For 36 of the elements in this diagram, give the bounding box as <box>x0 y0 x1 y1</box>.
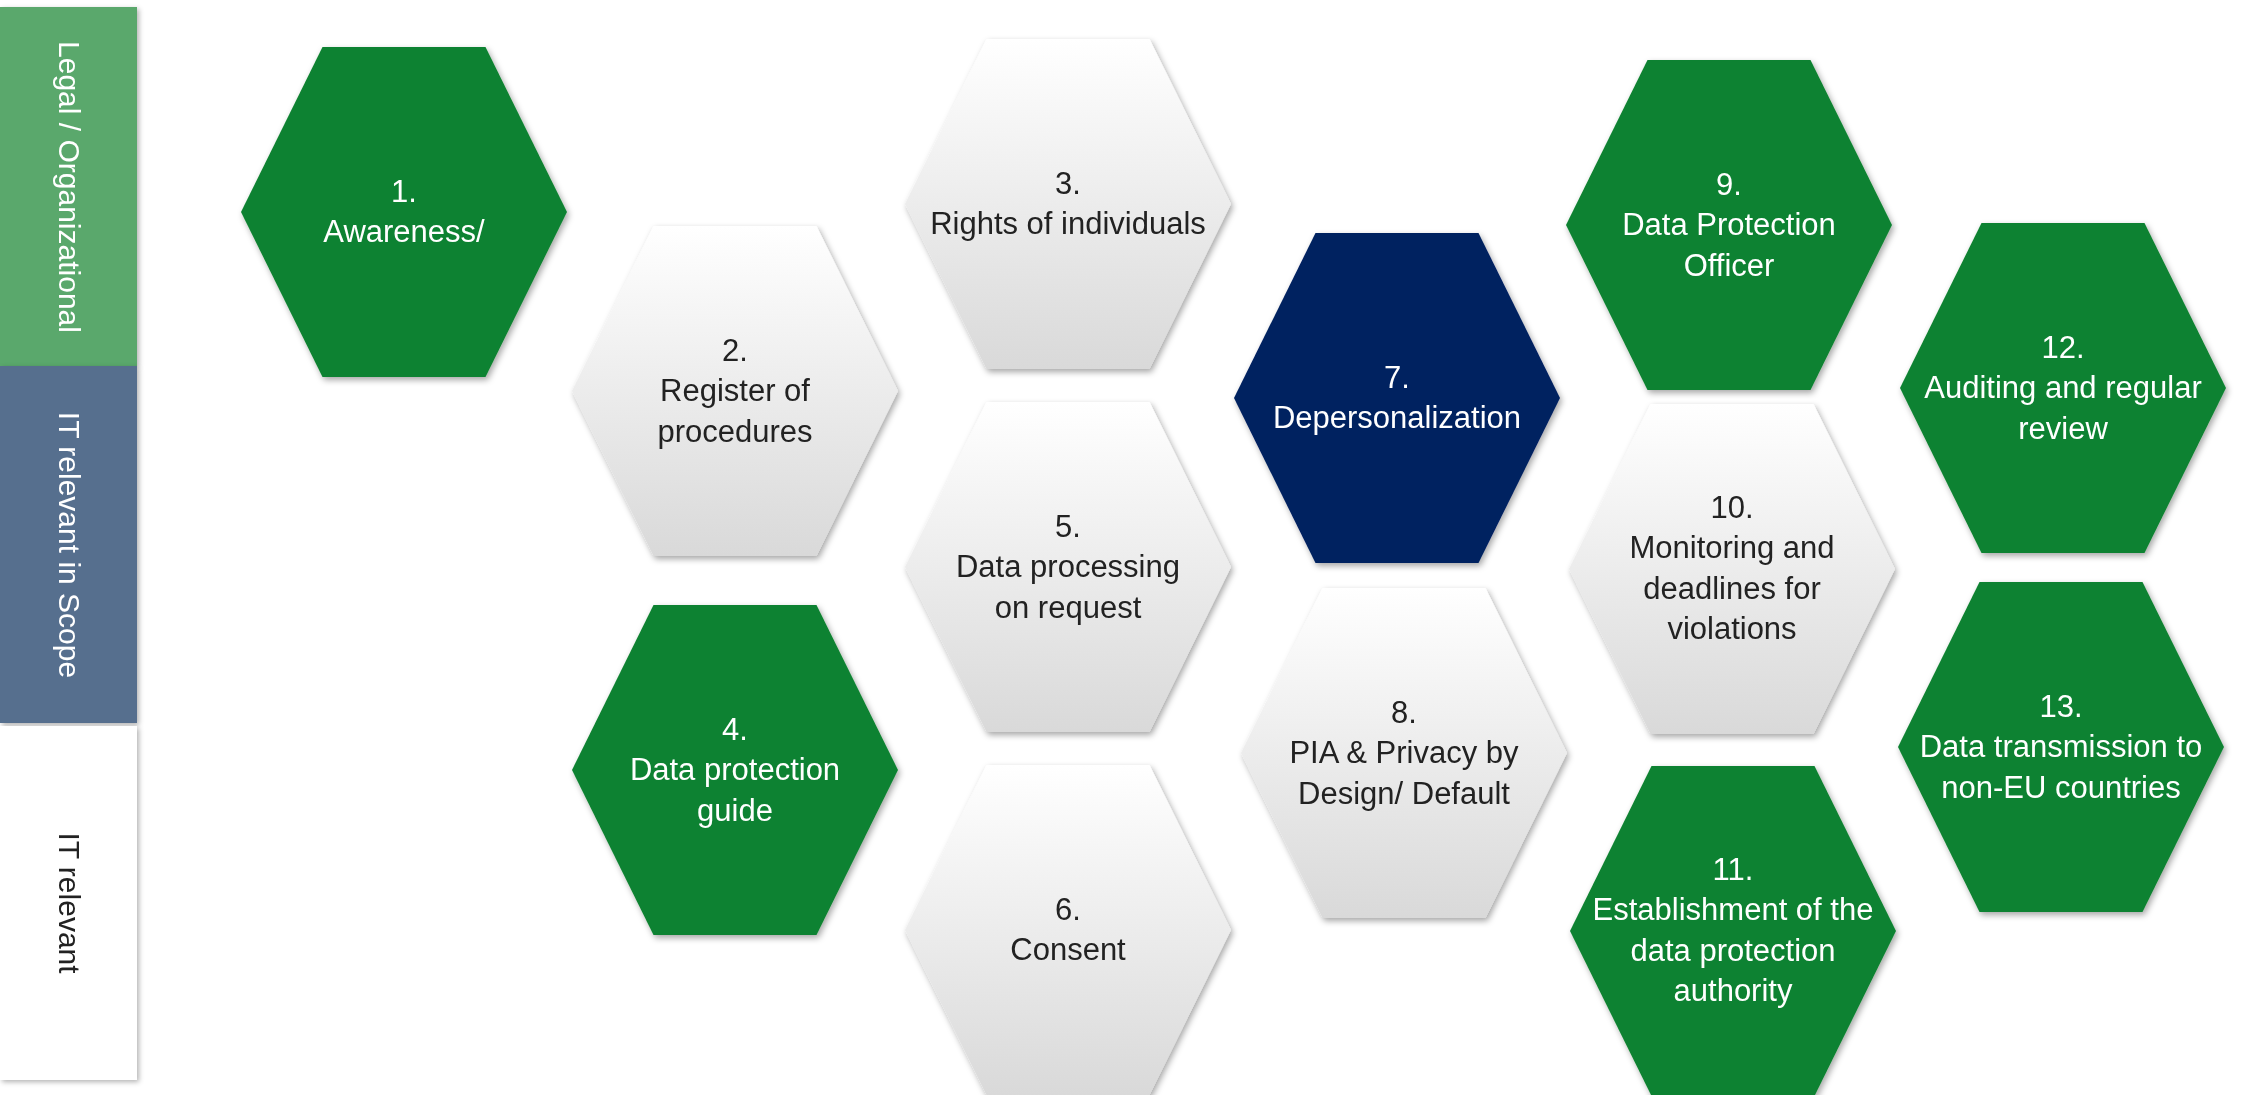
item-number: 5. <box>1054 507 1082 546</box>
hexagon-label: Data protection guide <box>628 750 842 830</box>
category-label: Legal / Organizational <box>51 40 87 333</box>
item-number: 11. <box>1711 851 1755 890</box>
hexagon-label: Data transmission to non-EU countries <box>1918 727 2204 807</box>
hexagon <box>1898 582 2224 912</box>
hexagon <box>1566 60 1892 390</box>
item-number: 2. <box>721 331 749 370</box>
hexagon-label: Rights of individuals <box>929 205 1207 243</box>
hexagon-label: Register of procedures <box>656 371 814 451</box>
hexagon-label: Auditing and regular review <box>1923 368 2203 448</box>
item-number: 13. <box>2038 687 2084 726</box>
hexagon-label: Data processing on request <box>955 547 1181 627</box>
item-number: 7. <box>1383 358 1411 397</box>
hexagon-label: PIA & Privacy by Design/ Default <box>1288 733 1520 813</box>
hexagon <box>1234 233 1560 563</box>
hexagon-label: Monitoring and deadlines for violations <box>1628 529 1836 649</box>
category-label: IT relevant in Scope <box>51 411 87 678</box>
category-label: IT relevant <box>51 832 87 974</box>
hexagon <box>572 605 898 935</box>
item-number: 3. <box>1054 164 1082 203</box>
hexagon <box>1900 223 2226 553</box>
hexagon-label: Consent <box>1009 931 1127 969</box>
item-number: 1. <box>390 172 418 211</box>
item-number: 6. <box>1054 890 1082 929</box>
item-number: 4. <box>721 710 749 749</box>
hexagon-label: Data Protection Officer <box>1621 205 1837 285</box>
item-number: 9. <box>1715 165 1743 204</box>
item-number: 10. <box>1709 489 1755 528</box>
hexagon-label: Depersonalization <box>1271 399 1523 437</box>
hexagon <box>1570 766 1896 1095</box>
hexagon-label: Establishment of the data protection authority <box>1591 891 1875 1011</box>
item-number: 8. <box>1390 693 1418 732</box>
item-number: 12. <box>2040 328 2086 367</box>
hexagon-label: Awareness/ <box>322 213 486 251</box>
hexagon <box>241 47 567 377</box>
